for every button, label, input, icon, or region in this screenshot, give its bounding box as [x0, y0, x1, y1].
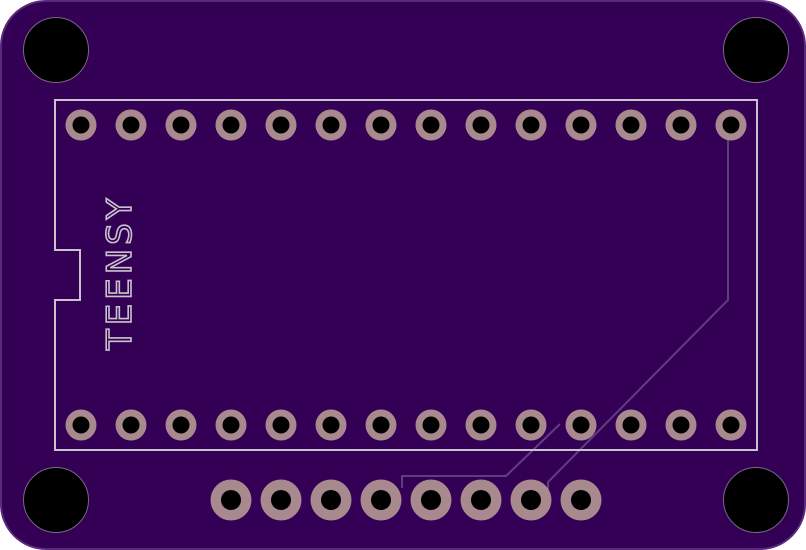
drill-hole [371, 490, 391, 510]
drill-hole [571, 490, 591, 510]
header-top-row [65, 109, 747, 141]
drill-hole [522, 116, 540, 134]
pin-pad [365, 109, 397, 141]
pin-pad [215, 109, 247, 141]
header-bottom-row [65, 409, 747, 441]
mounting-holes [23, 17, 789, 533]
drill-hole [522, 416, 540, 434]
pin-pad [165, 409, 197, 441]
pin-pad [615, 109, 647, 141]
drill-hole [122, 116, 140, 134]
drill-hole [422, 116, 440, 134]
drill-hole [471, 490, 491, 510]
drill-hole [372, 116, 390, 134]
mounting-hole [23, 467, 89, 533]
drill-hole [272, 416, 290, 434]
pin-pad [165, 109, 197, 141]
drill-hole [222, 416, 240, 434]
drill-hole [622, 116, 640, 134]
drill-hole [322, 416, 340, 434]
drill-hole [321, 490, 341, 510]
drill-hole [521, 490, 541, 510]
pin-pad [265, 109, 297, 141]
pin-pad [565, 109, 597, 141]
pin-pad [515, 109, 547, 141]
pin-pad [215, 409, 247, 441]
pin-pad [465, 409, 497, 441]
trace-upper [547, 140, 729, 490]
pin-pad [665, 409, 697, 441]
pin-pad [415, 409, 447, 441]
pin-pad [115, 109, 147, 141]
drill-hole [572, 416, 590, 434]
pin-pad [715, 109, 747, 141]
pin-pad [560, 479, 602, 521]
pin-pad [715, 409, 747, 441]
drill-hole [722, 416, 740, 434]
drill-hole [472, 116, 490, 134]
pin-pad [265, 409, 297, 441]
drill-hole [72, 416, 90, 434]
drill-hole [572, 116, 590, 134]
pin-pad [310, 479, 352, 521]
mounting-hole [23, 17, 89, 83]
pin-pad [515, 409, 547, 441]
pin-pad [65, 409, 97, 441]
breakout-header [210, 479, 602, 521]
mounting-hole [723, 17, 789, 83]
drill-hole [272, 116, 290, 134]
pin-pad [315, 409, 347, 441]
pin-pad [360, 479, 402, 521]
drill-hole [222, 116, 240, 134]
drill-hole [472, 416, 490, 434]
drill-hole [72, 116, 90, 134]
teensy-footprint-outline [54, 99, 758, 451]
drill-hole [722, 116, 740, 134]
drill-hole [221, 490, 241, 510]
drill-hole [421, 490, 441, 510]
drill-hole [672, 416, 690, 434]
drill-hole [622, 416, 640, 434]
pin-pad [415, 109, 447, 141]
pin-pad [260, 479, 302, 521]
pin-pad [365, 409, 397, 441]
pin-pad [65, 109, 97, 141]
drill-hole [172, 416, 190, 434]
drill-hole [122, 416, 140, 434]
pin-pad [210, 479, 252, 521]
drill-hole [422, 416, 440, 434]
pin-pad [115, 409, 147, 441]
pin-pad [615, 409, 647, 441]
pin-pad [565, 409, 597, 441]
pin-pad [510, 479, 552, 521]
pin-pad [315, 109, 347, 141]
pin-pad [665, 109, 697, 141]
pin-pad [410, 479, 452, 521]
drill-hole [672, 116, 690, 134]
mounting-hole [723, 467, 789, 533]
teensy-label: TEENSY [100, 194, 140, 351]
drill-hole [172, 116, 190, 134]
drill-hole [271, 490, 291, 510]
drill-hole [322, 116, 340, 134]
pin-pad [465, 109, 497, 141]
pin-pad [460, 479, 502, 521]
drill-hole [372, 416, 390, 434]
